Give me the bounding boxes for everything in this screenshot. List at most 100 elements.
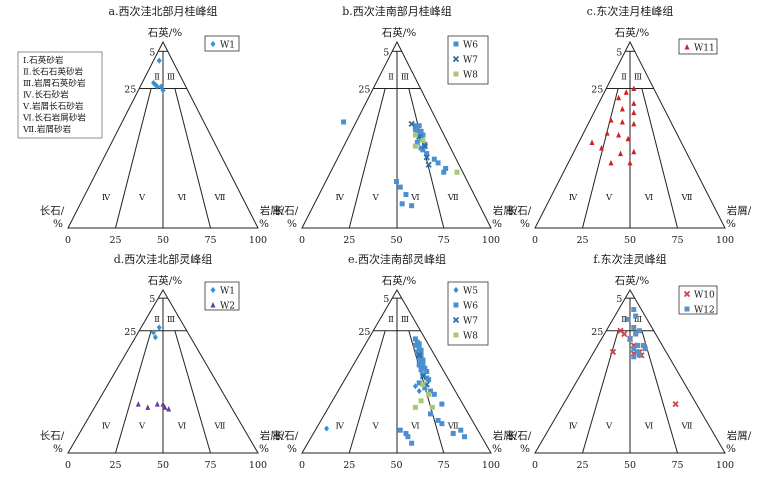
- region-label: Ⅴ: [605, 193, 613, 203]
- data-point: [419, 373, 427, 380]
- base-tick-25: 25: [109, 460, 121, 471]
- data-point: [420, 382, 426, 388]
- data-point: [429, 404, 435, 410]
- data-point: [609, 348, 617, 356]
- base-tick-0: 0: [299, 235, 305, 246]
- classification-legend-item: Ⅶ.岩屑砂岩: [22, 123, 72, 135]
- apex-tick-25: 25: [358, 85, 370, 96]
- panel-title: a.西次洼北部月桂峰组: [108, 4, 217, 18]
- data-point: [631, 307, 637, 313]
- legend-marker: [210, 40, 216, 48]
- data-point: [462, 434, 468, 440]
- apex-tick-5: 5: [616, 294, 622, 305]
- right-axis-unit: %: [726, 218, 736, 230]
- data-point: [152, 334, 158, 341]
- apex-label: 石英/%: [382, 26, 417, 39]
- base-tick-100: 100: [716, 460, 734, 471]
- data-point: [631, 324, 637, 330]
- data-point-b: [423, 154, 430, 161]
- data-point: [145, 404, 151, 410]
- right-axis-unit: %: [492, 443, 502, 455]
- left-axis-unit: %: [287, 218, 297, 230]
- right-axis-unit: %: [726, 443, 736, 455]
- base-tick-50: 50: [624, 235, 636, 246]
- apex-tick-25: 25: [358, 327, 370, 338]
- base-tick-25: 25: [109, 235, 121, 246]
- base-tick-25: 25: [343, 235, 355, 246]
- data-point: [324, 425, 330, 432]
- data-point: [412, 123, 418, 129]
- legend-frame: [678, 38, 718, 55]
- legend-marker-b: [452, 316, 460, 324]
- base-tick-0: 0: [532, 460, 538, 471]
- base-tick-50: 50: [157, 460, 169, 471]
- data-point: [423, 154, 430, 161]
- base-tick-50: 50: [624, 460, 636, 471]
- legend-marker: [452, 55, 460, 63]
- data-point: [420, 147, 426, 153]
- data-point-b: [609, 348, 617, 356]
- region-label: Ⅶ: [681, 193, 693, 203]
- region-label: Ⅱ: [621, 315, 627, 325]
- region-label: Ⅱ: [154, 315, 160, 325]
- series-W2: [135, 401, 172, 412]
- data-point: [422, 365, 428, 371]
- data-point: [458, 427, 464, 433]
- base-tick-50: 50: [390, 460, 402, 471]
- line-25: [348, 330, 386, 454]
- region-label: Ⅶ: [214, 193, 226, 203]
- data-point: [399, 201, 405, 207]
- legend-label: W7: [463, 56, 478, 66]
- base-tick-25: 25: [576, 235, 588, 246]
- data-point: [631, 109, 637, 116]
- data-point: [621, 330, 628, 338]
- line-25: [115, 330, 152, 454]
- line-25: [348, 88, 386, 229]
- right-axis-label: 岩屑/: [493, 204, 518, 217]
- data-point: [424, 369, 430, 374]
- data-point: [640, 342, 646, 348]
- data-point: [418, 367, 424, 373]
- base-tick-100: 100: [716, 235, 734, 246]
- data-point: [420, 132, 426, 138]
- base-tick-0: 0: [65, 235, 71, 246]
- series-W1: [151, 324, 162, 341]
- data-point: [156, 57, 162, 64]
- classification-legend-item: Ⅵ.长石岩屑砂岩: [22, 112, 86, 124]
- legend-marker: [453, 41, 459, 47]
- region-label: Ⅲ: [401, 73, 409, 83]
- data-point: [631, 85, 637, 91]
- left-axis-unit: %: [520, 443, 530, 455]
- base-tick-75: 75: [204, 235, 216, 246]
- data-point: [151, 329, 156, 336]
- data-point-b: [416, 133, 423, 140]
- data-point: [435, 160, 441, 166]
- region-label: Ⅱ: [388, 315, 394, 325]
- legend-marker: [452, 316, 460, 324]
- data-point: [420, 138, 426, 144]
- base-tick-0: 0: [532, 235, 538, 246]
- data-point: [618, 150, 623, 157]
- data-point-b: [408, 120, 415, 127]
- right-axis-label: 岩屑/: [727, 204, 752, 217]
- data-point-b: [621, 330, 628, 338]
- data-point: [631, 100, 637, 106]
- region-label: Ⅳ: [569, 422, 578, 432]
- data-point: [625, 135, 631, 142]
- data-point: [403, 192, 409, 198]
- data-point: [408, 120, 415, 127]
- region-label: Ⅴ: [372, 422, 380, 432]
- data-point: [637, 328, 642, 334]
- classification-legend-frame: [17, 51, 103, 139]
- legend-marker: [453, 286, 459, 294]
- data-point: [151, 79, 156, 87]
- left-axis-unit: %: [287, 443, 297, 455]
- data-point: [619, 118, 625, 125]
- line-25: [582, 330, 619, 454]
- data-point: [441, 169, 447, 175]
- data-point: [154, 83, 160, 90]
- data-point: [405, 434, 411, 440]
